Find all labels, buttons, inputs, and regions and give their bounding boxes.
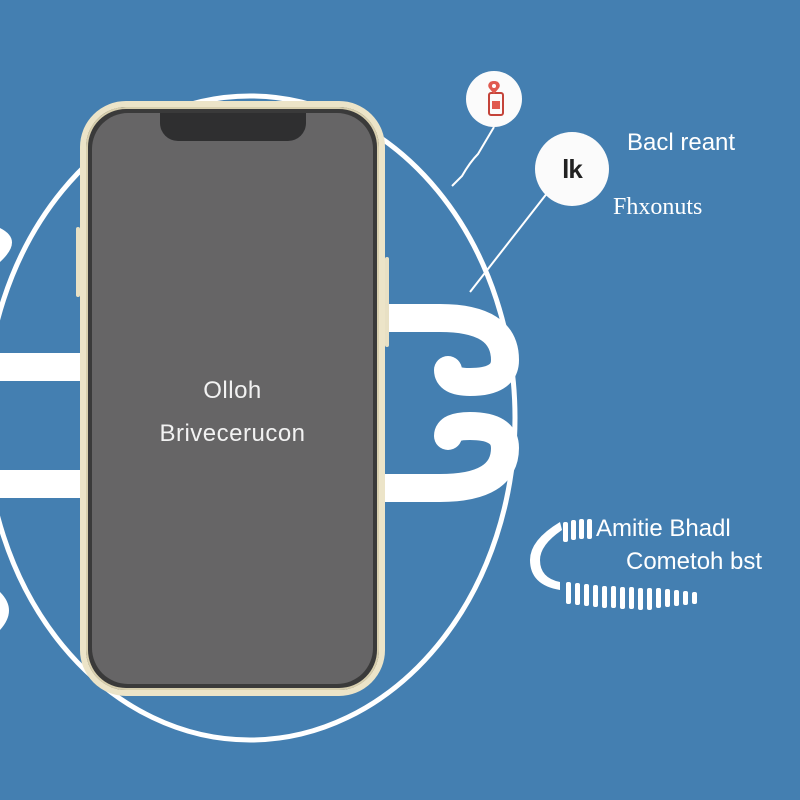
- orbit-circle: [0, 93, 518, 743]
- phone-location-icon: [488, 81, 504, 116]
- left-nub-lower: [0, 592, 9, 630]
- callout-label-top: Bacl reant: [627, 129, 736, 156]
- callout-label-bottom-line1: Amitie Bhadl: [596, 515, 731, 542]
- left-nub-upper: [0, 228, 12, 262]
- screen-title: Olloh: [203, 377, 262, 404]
- callout-label-mid: Fhxonuts: [613, 194, 703, 220]
- callout-label-bottom-line2: Cometoh bst: [626, 548, 763, 575]
- right-hook-lower: [371, 411, 520, 502]
- smartphone: Olloh Brivecerucon: [76, 101, 389, 696]
- phone-screen: Olloh Brivecerucon: [92, 113, 373, 684]
- small-callout-bubble: [466, 71, 522, 127]
- screen-subtitle: Brivecerucon: [159, 420, 306, 447]
- left-bar-lower: [0, 470, 90, 498]
- coiled-cable-icon: [530, 519, 697, 610]
- large-bubble-label: lk: [562, 153, 583, 184]
- large-callout-bubble: lk: [535, 132, 609, 206]
- right-hook-upper: [371, 304, 520, 397]
- leader-line-small: [451, 126, 495, 187]
- phone-side-button-right: [385, 257, 389, 347]
- left-bar-upper: [0, 353, 90, 381]
- phone-side-button-left: [76, 227, 80, 297]
- phone-notch: [160, 113, 306, 141]
- leader-line-large: [469, 191, 549, 293]
